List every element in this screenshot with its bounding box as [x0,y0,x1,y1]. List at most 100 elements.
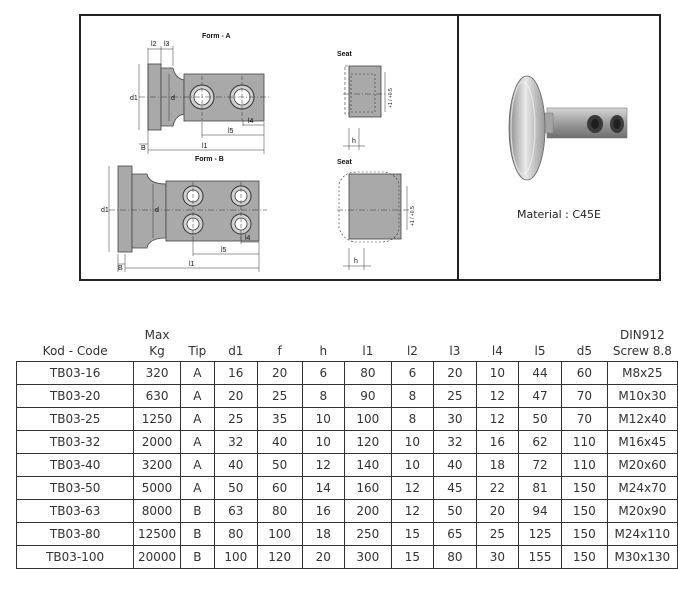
table-cell: 15 [390,522,435,546]
table-cell: 10 [390,430,435,454]
table-cell: 250 [344,522,392,546]
table-cell: M24x110 [606,522,678,546]
table-cell: 63 [213,499,258,523]
table-cell: 110 [560,453,608,477]
table-cell: M10x30 [606,384,678,408]
table-cell: 150 [560,499,608,523]
table-cell: 50 [213,476,258,500]
table-cell: M20x90 [606,499,678,523]
seat-a-tolerance: +1 / +0.5 [388,88,394,108]
table-cell: 16 [213,361,258,385]
table-cell: 150 [560,522,608,546]
table-cell: 50 [256,453,303,477]
column-header: l5 [534,344,546,358]
table-cell: 80 [433,545,477,569]
table-cell: TB03-16 [15,361,135,385]
table-cell: 125 [518,522,562,546]
dim-b-l1: l1 [189,261,195,268]
table-cell: A [179,430,215,454]
table-cell: 140 [344,453,392,477]
table-cell: A [179,453,215,477]
table-cell: 25 [213,407,258,431]
table-cell: A [179,384,215,408]
table-cell: TB03-32 [15,430,135,454]
table-cell: 200 [344,499,392,523]
table-cell: 20 [301,545,346,569]
table-cell: 120 [344,430,392,454]
table-cell: 32 [433,430,477,454]
table-cell: TB03-40 [15,453,135,477]
dim-a-l2: l2 [151,41,157,48]
table-cell: 20000 [133,545,181,569]
table-cell: 25 [433,384,477,408]
table-cell: 100 [213,545,258,569]
table-cell: 90 [344,384,392,408]
table-cell: M20x60 [606,453,678,477]
column-header: l3 [449,344,461,358]
table-cell: 70 [560,384,608,408]
form-b-dimensions [108,166,260,272]
product-photo [508,75,628,181]
table-cell: 8000 [133,499,181,523]
table-cell: 20 [256,361,303,385]
column-header: l2 [406,344,418,358]
dim-b-l5: l5 [221,247,227,254]
table-cell: 12 [390,499,435,523]
table-cell: TB03-100 [15,545,135,569]
column-header: h [319,344,328,358]
product-photo-panel: Material : C45E [459,16,659,279]
table-cell: M8x25 [606,361,678,385]
dim-b-b: B [118,265,123,272]
technical-drawing: Form - A [101,33,416,272]
table-cell: 22 [475,476,520,500]
column-header: l1 [362,344,374,358]
table-cell: 10 [301,407,346,431]
table-cell: 15 [390,545,435,569]
table-cell: TB03-20 [15,384,135,408]
dim-a-l5: l5 [228,128,234,135]
dim-a-l4: l4 [248,118,254,125]
dim-a-d: d [171,95,175,102]
table-cell: 72 [518,453,562,477]
table-cell: 14 [301,476,346,500]
figure-frame: Form - A [79,14,661,281]
table-cell: 70 [560,407,608,431]
table-cell: 12 [390,476,435,500]
table-cell: 20 [433,361,477,385]
table-cell: 12 [475,407,520,431]
table-cell: TB03-80 [15,522,135,546]
seat-b-drawing [337,171,409,270]
table-cell: 47 [518,384,562,408]
table-cell: 1250 [133,407,181,431]
seat-a-drawing [343,65,387,150]
table-cell: TB03-50 [15,476,135,500]
table-cell: 8 [301,384,346,408]
table-cell: M30x130 [606,545,678,569]
column-header: d1 [228,344,244,358]
dim-b-d: d [155,207,159,214]
table-cell: 120 [256,545,303,569]
table-cell: 80 [256,499,303,523]
table-cell: 10 [390,453,435,477]
table-cell: 50 [433,499,477,523]
table-cell: 100 [256,522,303,546]
table-cell: 12 [301,453,346,477]
seat-b-h: h [354,258,358,265]
column-header: Kod - Code [42,344,108,358]
table-cell: 50 [518,407,562,431]
table-cell: 630 [133,384,181,408]
dim-a-d1: d1 [130,95,138,102]
seat-b-title: Seat [337,159,352,166]
form-a-dimensions [138,46,265,154]
table-cell: B [179,499,215,523]
table-cell: A [179,476,215,500]
